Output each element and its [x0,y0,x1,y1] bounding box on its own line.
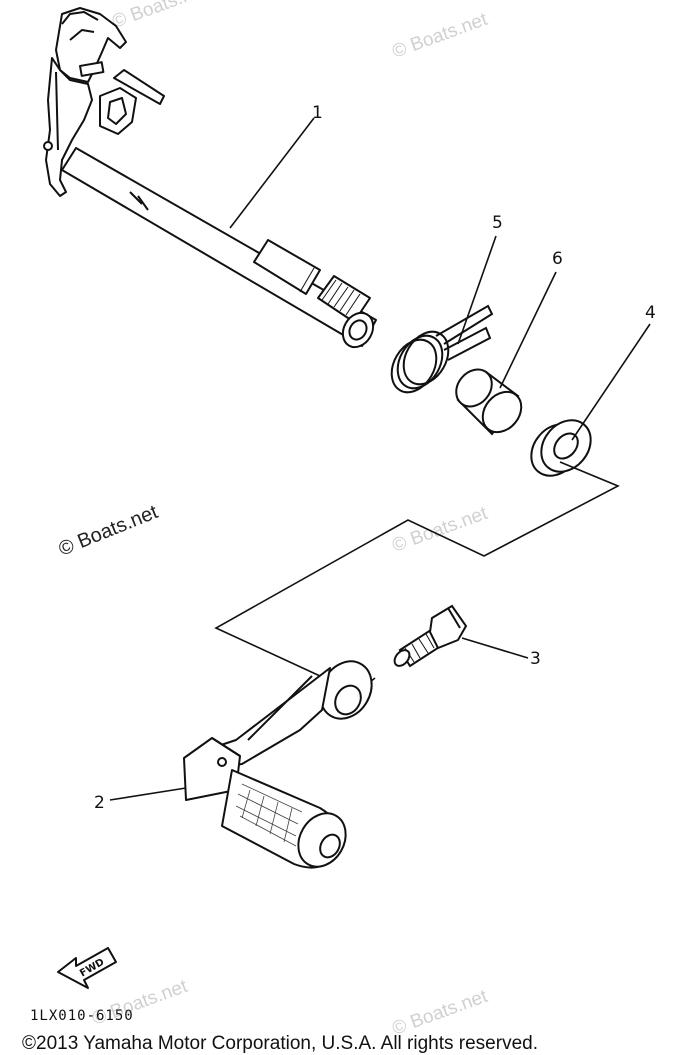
callout-2: 2 [94,793,105,813]
callout-leaders [109,117,651,801]
callout-labels: 1 5 6 4 3 2 [94,103,656,813]
callout-5: 5 [492,213,503,233]
oil-seal [530,419,592,477]
watermark-middle: © Boats.net [390,503,491,557]
copyright-notice: ©2013 Yamaha Motor Corporation, U.S.A. A… [22,1033,538,1054]
torsion-spring [390,304,494,394]
collar [455,368,523,436]
drawing-code: 1LX010-6150 [30,1008,134,1024]
shift-shaft [43,7,377,349]
callout-3: 3 [530,649,541,669]
callout-1: 1 [312,103,323,123]
watermark-top-right: © Boats.net [390,9,491,63]
bolt [393,604,468,668]
callout-6: 6 [552,249,563,269]
fwd-arrow: FWD [57,947,117,989]
watermark-top-left: © Boats.net [110,0,211,33]
watermark-bottom-right: © Boats.net [390,986,491,1040]
shift-pedal [183,660,373,869]
watermark-main: © Boats.net [56,501,162,561]
assembly-line [214,461,620,677]
callout-4: 4 [645,303,656,323]
